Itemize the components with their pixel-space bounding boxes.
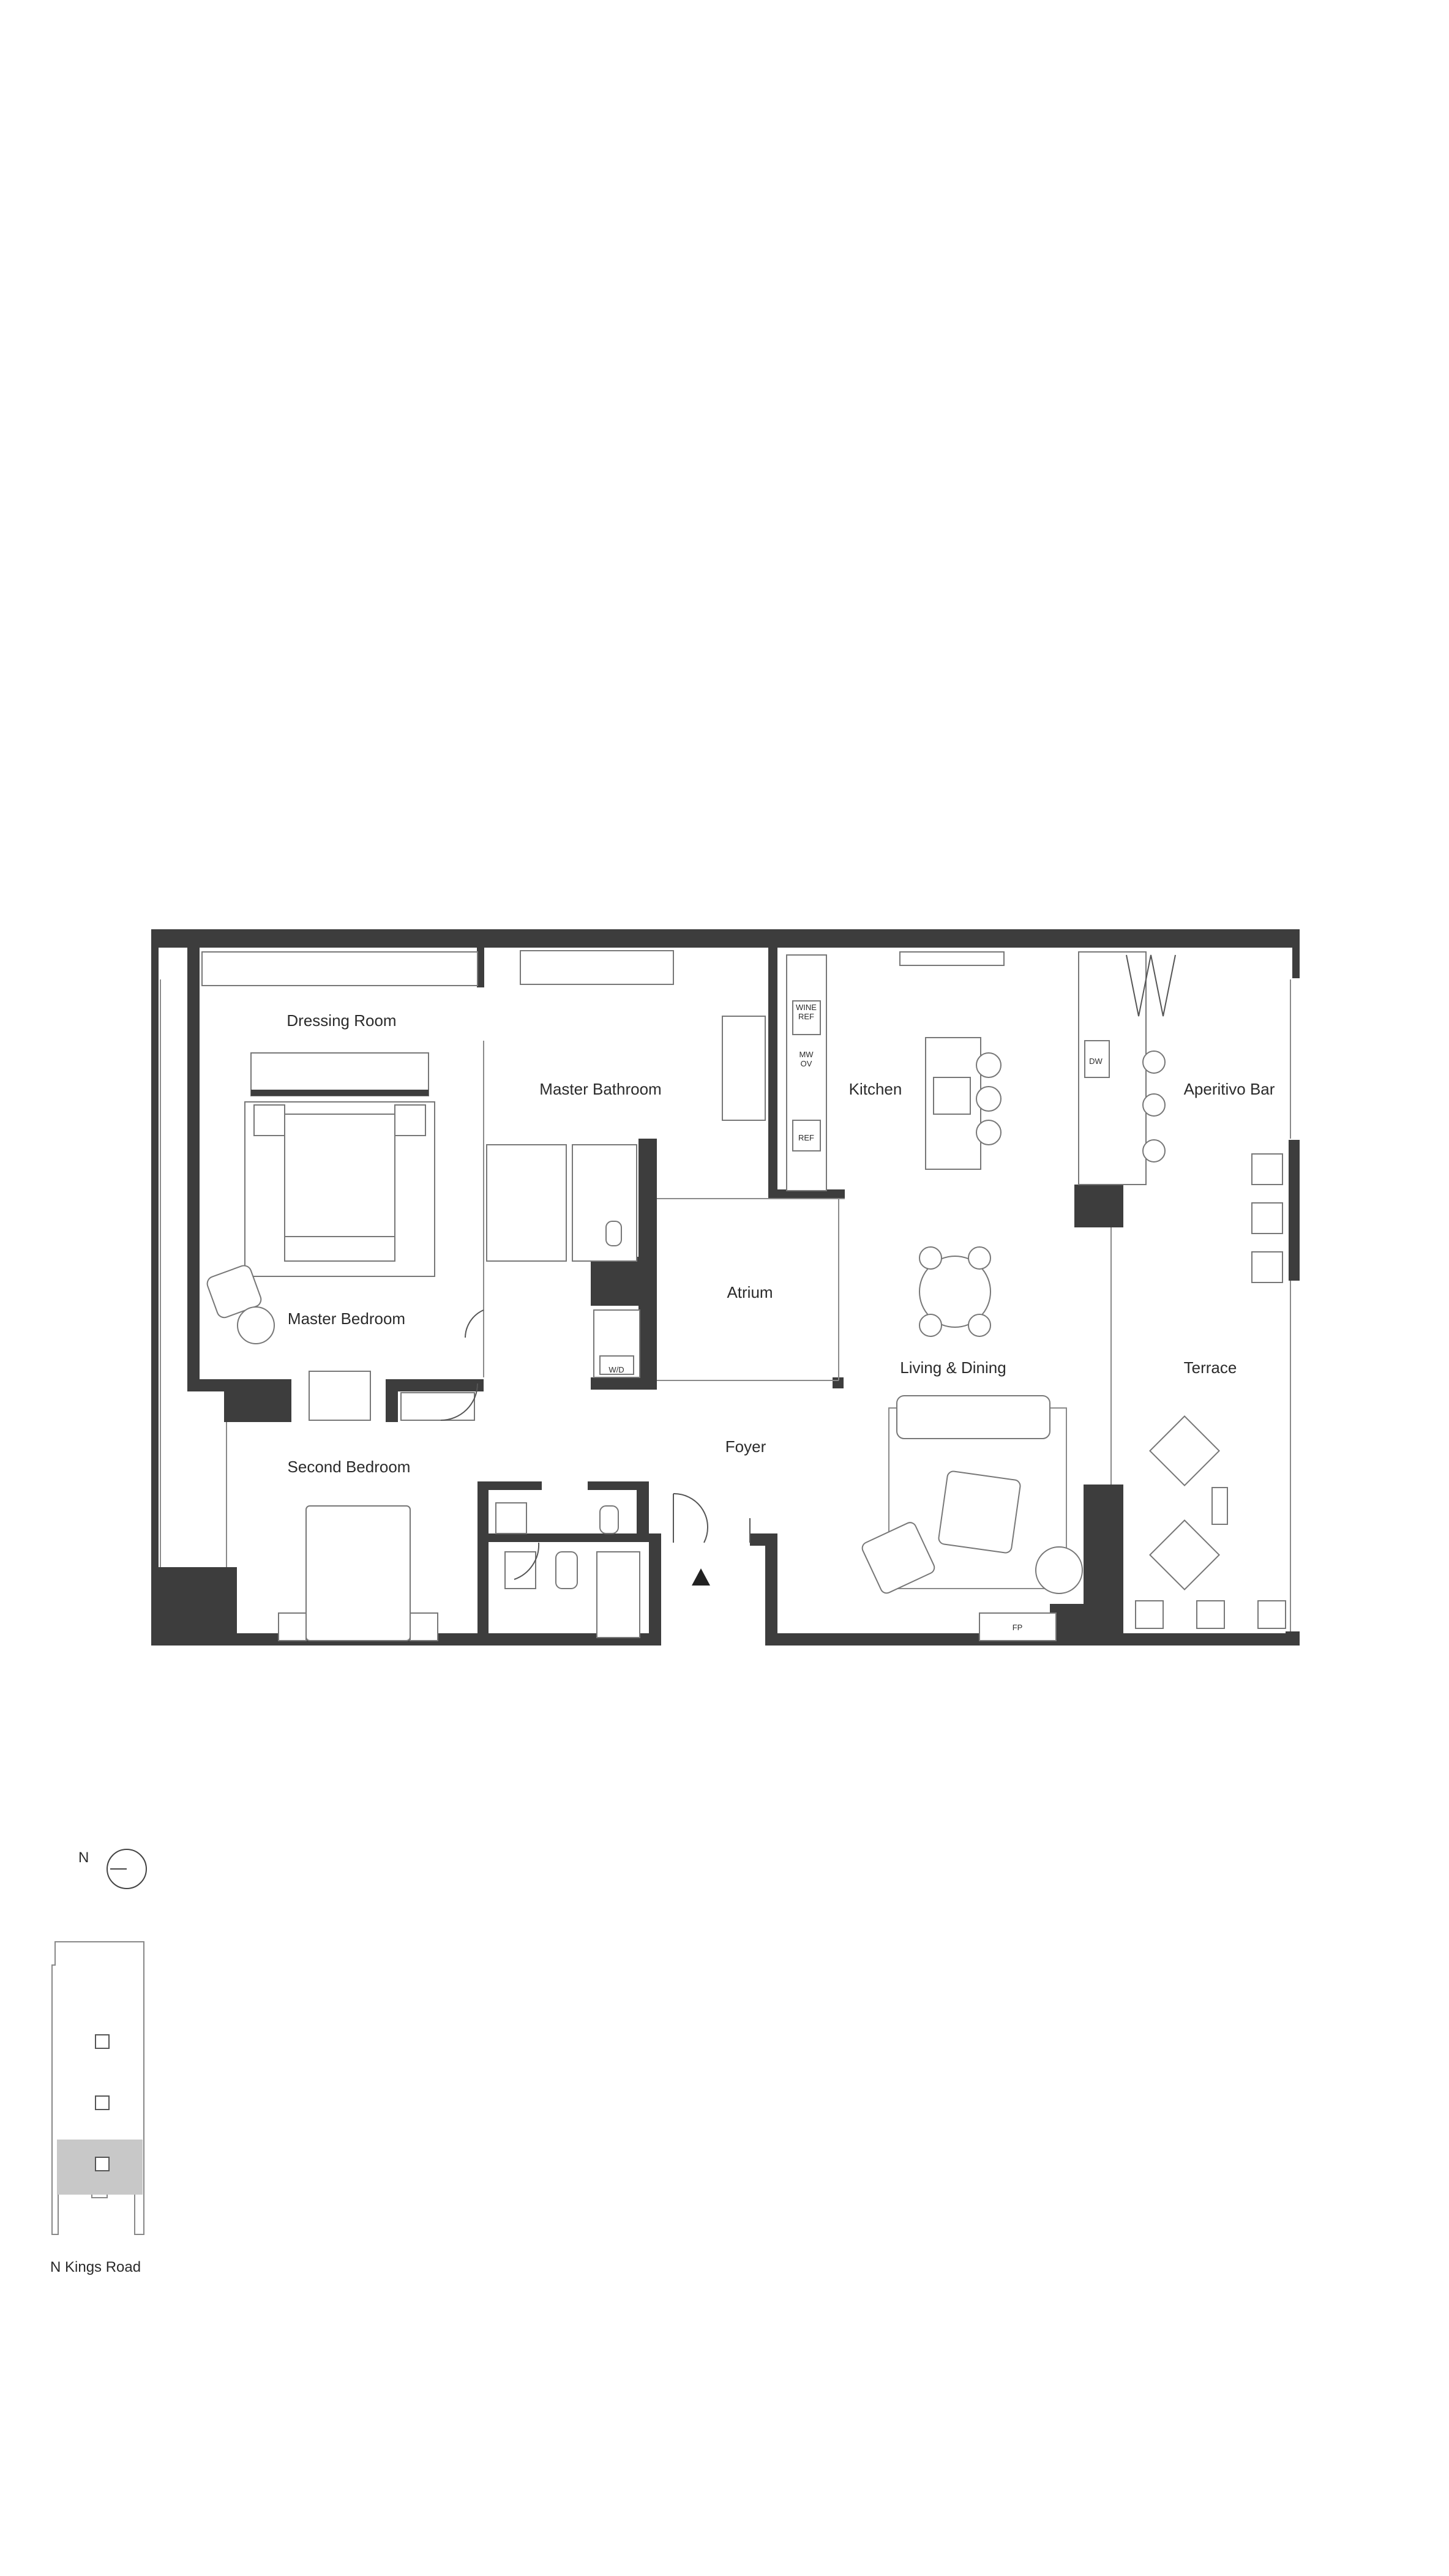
master-bathroom-fixtures [486, 950, 766, 1262]
key-plan [51, 1941, 144, 2235]
appliance-labels: WINE REF MW OV REF DW W/D FP [608, 1003, 1103, 1632]
second-bedroom-furniture [278, 1505, 438, 1641]
label-kitchen: Kitchen [849, 1080, 902, 1098]
wd-closet [593, 1309, 640, 1378]
terrace-furniture [1135, 1153, 1286, 1629]
room-labels: Dressing Room Master Bathroom Kitchen Ap… [286, 1011, 1275, 1476]
entrance-arrow-icon [692, 1568, 710, 1586]
label-wine-ref-2: REF [798, 1012, 814, 1021]
door-swings [440, 1309, 751, 1580]
dressing-closets [201, 951, 478, 1096]
street-label: N Kings Road [50, 2259, 141, 2275]
label-ov: OV [801, 1059, 812, 1068]
label-ref: REF [798, 1133, 814, 1142]
north-arrow-icon [107, 1849, 147, 1889]
label-master-bathroom: Master Bathroom [539, 1080, 661, 1098]
label-living-dining: Living & Dining [900, 1358, 1006, 1377]
label-terrace: Terrace [1184, 1358, 1237, 1377]
guest-bath-fixtures [495, 1502, 640, 1638]
label-fp: FP [1013, 1623, 1023, 1632]
label-dressing-room: Dressing Room [286, 1011, 396, 1030]
label-atrium: Atrium [727, 1283, 773, 1301]
master-bed [244, 1101, 435, 1277]
label-wine-ref: WINE [796, 1003, 817, 1012]
label-foyer: Foyer [725, 1437, 766, 1456]
label-mw: MW [799, 1050, 814, 1059]
master-bedroom-furniture [206, 1265, 475, 1421]
bar-fixtures [1078, 951, 1176, 1185]
label-second-bedroom: Second Bedroom [288, 1458, 411, 1476]
north-label: N [78, 1849, 89, 1866]
label-master-bedroom: Master Bedroom [288, 1309, 405, 1328]
window-lines [160, 979, 1291, 1631]
kitchen-fixtures [786, 951, 1005, 1191]
label-aperitivo-bar: Aperitivo Bar [1184, 1080, 1275, 1098]
living-dining-furniture [861, 1246, 1083, 1641]
label-dw: DW [1089, 1057, 1103, 1066]
label-wd: W/D [608, 1365, 624, 1374]
